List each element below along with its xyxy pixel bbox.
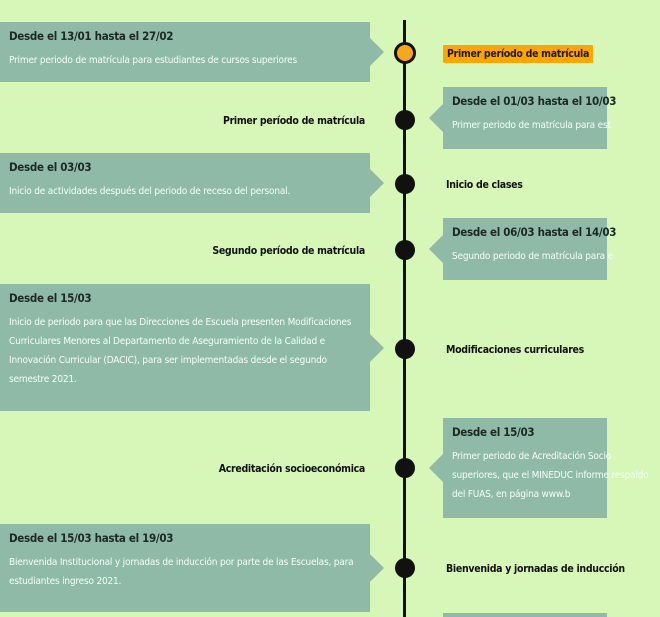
timeline-marker[interactable] — [395, 174, 415, 194]
timeline-marker[interactable] — [395, 240, 415, 260]
timeline: Desde el 13/01 hasta el 27/02 Primer per… — [0, 20, 649, 617]
event-card[interactable]: Desde el 15/03 hasta el 19/03 Bienvenida… — [0, 524, 384, 612]
event-description: Inicio de periodo para que las Direccion… — [9, 317, 352, 385]
event-label[interactable]: Segundo período de matrícula — [212, 245, 365, 257]
event-date: Desde el 06/03 hasta el 14/03 — [452, 225, 617, 239]
event-label[interactable]: Inicio de clases — [446, 179, 523, 191]
event-description: Inicio de actividades después del period… — [9, 186, 291, 197]
event-card[interactable]: Desde el 06/03 hasta el 14/03 Segundo pe… — [429, 218, 617, 280]
event-description: Bienvenida Institucional y jornadas de i… — [9, 557, 354, 587]
event-label[interactable]: Modificaciones curriculares — [446, 344, 584, 356]
event-label[interactable]: Bienvenida y jornadas de inducción — [446, 563, 625, 575]
event-description: Segundo periodo de matrícula para e — [452, 251, 613, 262]
event-label[interactable]: Primer período de matrícula — [443, 45, 594, 63]
event-card[interactable]: Desde el 15/03 Primer periodo de Acredit… — [429, 418, 649, 518]
event-date: Desde el 15/03 — [452, 425, 535, 439]
event-label[interactable]: Acreditación socioeconómica — [218, 463, 366, 475]
event-card[interactable]: Desde el 03/03 Inicio de actividades des… — [0, 153, 384, 213]
timeline-marker[interactable] — [395, 458, 415, 478]
event-card[interactable]: Desde el 13/01 hasta el 27/02 Primer per… — [0, 22, 384, 82]
event-date: Desde el 03/03 — [9, 160, 92, 174]
event-description: Primer periodo de Acreditación Socio sup… — [452, 451, 649, 500]
event-description: Primer periodo de matrícula para est — [452, 120, 611, 131]
event-card-partial — [443, 613, 607, 617]
timeline-marker-active[interactable] — [394, 42, 416, 64]
event-date: Desde el 13/01 hasta el 27/02 — [9, 29, 174, 43]
event-date: Desde el 15/03 hasta el 19/03 — [9, 531, 174, 545]
timeline-marker[interactable] — [395, 110, 415, 130]
event-date: Desde el 15/03 — [9, 291, 92, 305]
event-date: Desde el 01/03 hasta el 10/03 — [452, 94, 617, 108]
event-card[interactable]: Desde el 15/03 Inicio de periodo para qu… — [0, 284, 384, 411]
event-description: Primer periodo de matrícula para estudia… — [9, 55, 297, 66]
timeline-axis — [403, 20, 406, 617]
event-label[interactable]: Primer período de matrícula — [222, 115, 365, 127]
event-card[interactable]: Desde el 01/03 hasta el 10/03 Primer per… — [429, 87, 617, 149]
timeline-marker[interactable] — [395, 558, 415, 578]
timeline-marker[interactable] — [395, 339, 415, 359]
